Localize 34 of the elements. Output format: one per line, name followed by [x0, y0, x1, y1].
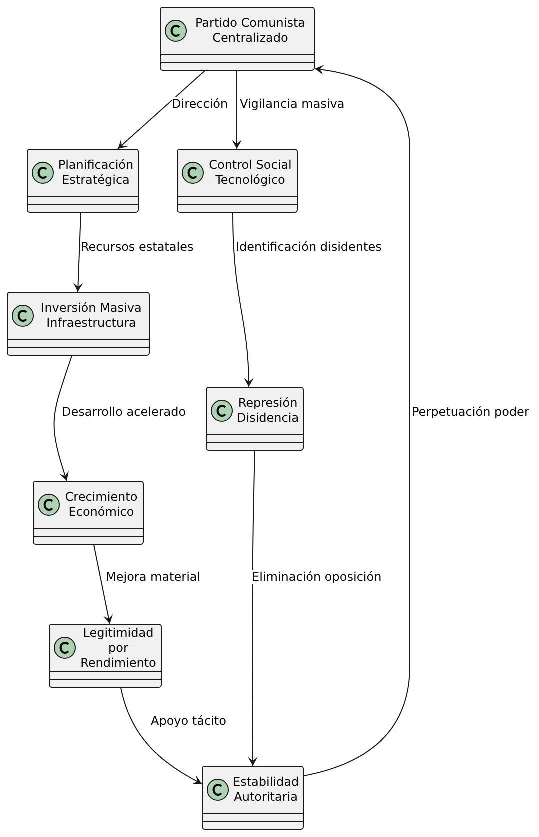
edge-label: Desarrollo acelerado [62, 405, 186, 419]
class-name: Represión Disidencia [237, 396, 300, 426]
edge-label: Dirección [172, 97, 228, 111]
class-box [177, 149, 298, 213]
class-box [33, 481, 144, 545]
class-name: Estabilidad Autoritaria [233, 775, 300, 805]
class-name: Control Social Tecnológico [208, 158, 293, 188]
arrow [54, 356, 72, 482]
class-name: Crecimiento Económico [64, 490, 139, 520]
edge-label: Perpetuación poder [412, 405, 530, 419]
edge-label: Mejora material [106, 570, 201, 584]
edge-label: Identificación disidentes [236, 240, 382, 254]
class-name: Inversión Masiva Infraestructura [40, 301, 143, 331]
edge-label: Apoyo tácito [151, 714, 226, 728]
edge-label: Vigilancia masiva [240, 97, 345, 111]
arrow [94, 544, 114, 624]
class-box [7, 292, 150, 356]
class-name: Partido Comunista Centralizado [194, 16, 307, 46]
edge-label: Recursos estatales [81, 240, 194, 254]
class-box [202, 766, 304, 830]
class-box [27, 149, 139, 213]
edge-label: Eliminación oposición [252, 570, 382, 584]
arrow [120, 688, 202, 784]
arrow [304, 65, 410, 776]
class-name: Legitimidad por Rendimiento [80, 626, 157, 670]
arrow [232, 70, 242, 150]
class-name: Planificación Estratégica [58, 158, 134, 188]
class-box [206, 387, 304, 451]
arrow [232, 212, 254, 388]
arrow [248, 450, 258, 766]
arrow [73, 212, 84, 292]
class-box [49, 624, 162, 688]
arrow [118, 70, 206, 150]
class-box [160, 7, 315, 71]
